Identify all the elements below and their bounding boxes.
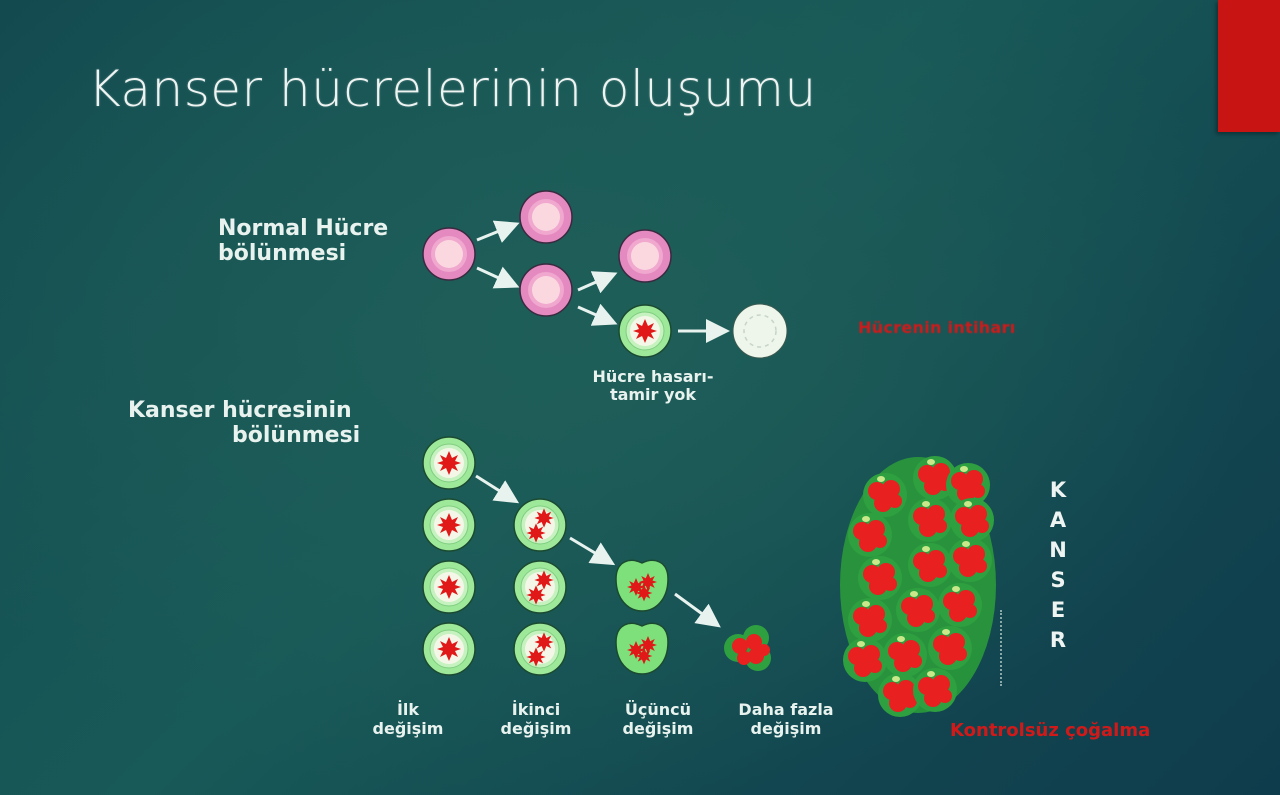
normal-cell [519,263,573,317]
uncontrolled-growth-label: Kontrolsüz çoğalma [950,720,1151,741]
stage3-cell [616,560,668,611]
stage-2-line1: İkinci [511,700,561,719]
stage-1-line2: değişim [372,719,444,739]
slide-accent-tab [1218,0,1280,132]
stage-3-line1: Üçüncü [624,700,692,719]
stage1-cell [423,561,475,613]
stage-label-2: İkinci değişim [476,700,596,738]
normal-division-arrows [476,220,730,343]
cancer-letter: N [1049,538,1067,562]
stage4-cell [724,625,771,671]
stage2-cell [514,561,566,613]
stage2-cell [514,623,566,675]
cancer-letter: A [1049,508,1067,532]
image-credit-text [1000,610,1010,686]
stage1-cell [423,499,475,551]
stage1-cell [423,437,475,489]
stage-2-line2: değişim [500,719,572,739]
cancer-letter: R [1049,628,1067,652]
cancer-letter: S [1050,568,1066,592]
normal-division-label: Normal Hücre bölünmesi [218,216,388,267]
cell-suicide-label: Hücrenin intiharı [858,318,1016,337]
slide-title: Kanser hücrelerinin oluşumu [88,60,817,118]
stage3-cell [616,623,668,674]
cancer-letter: K [1049,478,1067,502]
stage-label-3: Üçüncü değişim [598,700,718,738]
stage-4-line2: değişim [750,719,822,739]
stage2-cell [514,499,566,551]
stage-label-1: İlk değişim [348,700,468,738]
cancer-letter: E [1050,598,1066,622]
stage1-cell [423,623,475,675]
cell-damage-label-line1: Hücre hasarı- [592,367,714,386]
cancer-vertical-label: K A N S E R [1046,475,1070,655]
damaged-cell [619,305,671,357]
cancer-division-label: Kanser hücresinin bölünmesi [128,398,360,449]
stage-1-line1: İlk [396,700,420,719]
tumor-mass [840,456,996,717]
stage-3-line2: değişim [622,719,694,739]
cancer-division-label-line1: Kanser hücresinin [128,398,352,423]
stage-4-line1: Daha fazla [738,700,834,719]
cell-damage-label-line2: tamir yok [609,385,697,405]
normal-cell [519,190,573,244]
stage-label-4: Daha fazla değişim [726,700,846,738]
dead-cell [732,303,788,359]
cell-damage-label: Hücre hasarı- tamir yok [588,367,718,405]
normal-division-label-line1: Normal Hücre [218,216,389,241]
cancer-division-label-line2: bölünmesi [232,423,361,449]
normal-cell [618,229,672,283]
cancer-division-arrows [475,474,721,628]
normal-division-label-line2: bölünmesi [218,241,347,267]
normal-cell [422,227,476,281]
